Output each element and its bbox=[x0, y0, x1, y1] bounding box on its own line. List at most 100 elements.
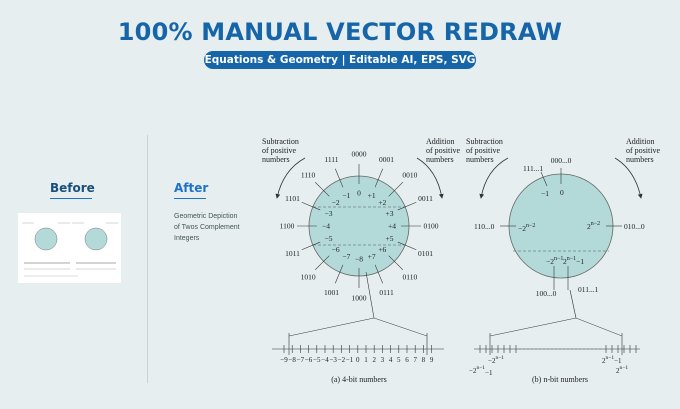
after-underline bbox=[174, 198, 206, 199]
a-bit-pattern: 1110 bbox=[301, 171, 316, 180]
a-bit-pattern: 0101 bbox=[418, 249, 433, 258]
b-line-right-bottom: 2n−1 bbox=[616, 365, 628, 375]
a-value: +3 bbox=[385, 209, 393, 218]
before-underline bbox=[50, 198, 92, 199]
a-value: −4 bbox=[322, 222, 330, 231]
a-spoke bbox=[397, 201, 417, 211]
before-thumbnail bbox=[18, 213, 121, 283]
a-tick-label: 9 bbox=[430, 356, 434, 364]
a-value: −8 bbox=[355, 255, 363, 264]
a-bit-pattern: 1000 bbox=[352, 294, 367, 303]
a-spoke bbox=[374, 264, 384, 284]
a-add-label-1: Addition bbox=[426, 137, 454, 146]
a-caption: (a) 4-bit numbers bbox=[331, 375, 387, 384]
a-bit-pattern: 0100 bbox=[424, 222, 439, 231]
a-sub-label-1: Subtraction bbox=[262, 137, 299, 146]
a-bit-pattern: 1011 bbox=[285, 249, 300, 258]
a-tick-label: −3 bbox=[329, 356, 337, 364]
a-tick-label: −4 bbox=[321, 356, 329, 364]
b-pointer bbox=[569, 289, 577, 319]
a-pointer bbox=[365, 271, 375, 319]
b-sub-label-3: numbers bbox=[466, 155, 494, 164]
a-tick-label: −5 bbox=[313, 356, 321, 364]
a-bit-pattern: 0111 bbox=[379, 288, 394, 297]
b-ul-pattern: 111...1 bbox=[523, 164, 543, 173]
b-add-label-3: numbers bbox=[626, 155, 654, 164]
subtitle-badge: Equations & Geometry | Editable AI, EPS,… bbox=[204, 51, 476, 69]
b-add-label-2: of positive bbox=[626, 146, 660, 155]
b-val-bottom-right: 2n−1−1 bbox=[563, 256, 584, 266]
a-value: −6 bbox=[332, 245, 340, 254]
b-val-bottom-left: −2n−1 bbox=[546, 256, 563, 266]
thumbnail-image bbox=[22, 222, 118, 277]
b-caption: (b) n-bit numbers bbox=[532, 375, 588, 384]
after-label: After bbox=[174, 181, 209, 195]
b-line-left-bottom: −2n−1−1 bbox=[469, 365, 493, 377]
b-val-zero: 0 bbox=[560, 188, 564, 197]
b-line-right-top: 2n−1−1 bbox=[602, 355, 622, 365]
b-left-pattern: 110...0 bbox=[474, 222, 495, 231]
a-value: −7 bbox=[342, 252, 350, 261]
a-sub-label-3: numbers bbox=[262, 155, 290, 164]
b-spoke-ul bbox=[540, 171, 548, 187]
a-value: +7 bbox=[368, 252, 376, 261]
a-value: −1 bbox=[342, 191, 350, 200]
b-sub-label-1: Subtraction bbox=[466, 137, 503, 146]
a-tick-label: 1 bbox=[364, 356, 368, 364]
before-label: Before bbox=[50, 181, 95, 195]
a-spoke bbox=[314, 255, 330, 271]
b-add-label-1: Addition bbox=[626, 137, 654, 146]
a-tick-label: −9 bbox=[280, 356, 288, 364]
b-val-minus-one: −1 bbox=[541, 189, 549, 198]
a-spoke bbox=[374, 168, 384, 188]
a-tick-label: −2 bbox=[338, 356, 346, 364]
a-bit-pattern: 1111 bbox=[324, 155, 338, 164]
b-sub-arrow bbox=[479, 157, 509, 199]
a-tick-label: 6 bbox=[405, 356, 409, 364]
section-divider bbox=[147, 135, 148, 383]
after-description: Geometric Depiction of Twos Complement I… bbox=[174, 213, 240, 242]
a-bit-pattern: 0110 bbox=[403, 272, 418, 281]
a-spoke bbox=[388, 181, 404, 197]
b-add-arrow bbox=[614, 157, 643, 199]
a-tick-label: 5 bbox=[397, 356, 401, 364]
a-value: −2 bbox=[332, 198, 340, 207]
a-zoom-right bbox=[373, 317, 428, 337]
figure-b: Subtraction of positive numbers Addition… bbox=[466, 137, 660, 384]
a-values: 0+1+2+3+4+5+6+7−8−7−6−5−4−3−2−1 bbox=[322, 189, 396, 264]
a-spoke bbox=[397, 241, 417, 251]
a-zoom-left bbox=[288, 317, 375, 337]
b-zoom-right bbox=[575, 317, 623, 337]
a-spoke bbox=[334, 264, 344, 284]
a-labels: 0000000100100011010001010110011110001001… bbox=[280, 150, 439, 303]
a-value: +2 bbox=[378, 198, 386, 207]
b-right-pattern: 010...0 bbox=[624, 222, 645, 231]
a-value: 0 bbox=[357, 189, 361, 198]
a-bit-pattern: 1001 bbox=[324, 288, 339, 297]
a-value: +4 bbox=[388, 222, 396, 231]
a-tick-label: 2 bbox=[372, 356, 376, 364]
a-bit-pattern: 0011 bbox=[418, 194, 433, 203]
a-tick-label: 3 bbox=[381, 356, 385, 364]
a-value: −3 bbox=[325, 209, 333, 218]
a-bit-pattern: 1010 bbox=[301, 272, 316, 281]
a-sub-arrow bbox=[275, 157, 306, 199]
a-value: −5 bbox=[325, 234, 333, 243]
a-spoke bbox=[301, 241, 321, 251]
a-value: +1 bbox=[368, 191, 376, 200]
a-tick-label: 0 bbox=[356, 356, 360, 364]
a-bit-pattern: 0010 bbox=[402, 171, 417, 180]
a-sub-label-2: of positive bbox=[262, 146, 296, 155]
a-tick-label: 7 bbox=[413, 356, 417, 364]
a-bit-pattern: 0000 bbox=[352, 150, 367, 159]
a-spoke bbox=[388, 255, 404, 271]
a-spoke bbox=[314, 181, 330, 197]
a-spoke bbox=[301, 201, 321, 211]
a-value: +5 bbox=[385, 234, 393, 243]
b-bl-pattern: 100...0 bbox=[536, 289, 557, 298]
b-br-pattern: 011...1 bbox=[578, 285, 599, 294]
page-title: 100% MANUAL VECTOR REDRAW bbox=[117, 18, 563, 46]
b-zoom-left bbox=[489, 317, 577, 337]
